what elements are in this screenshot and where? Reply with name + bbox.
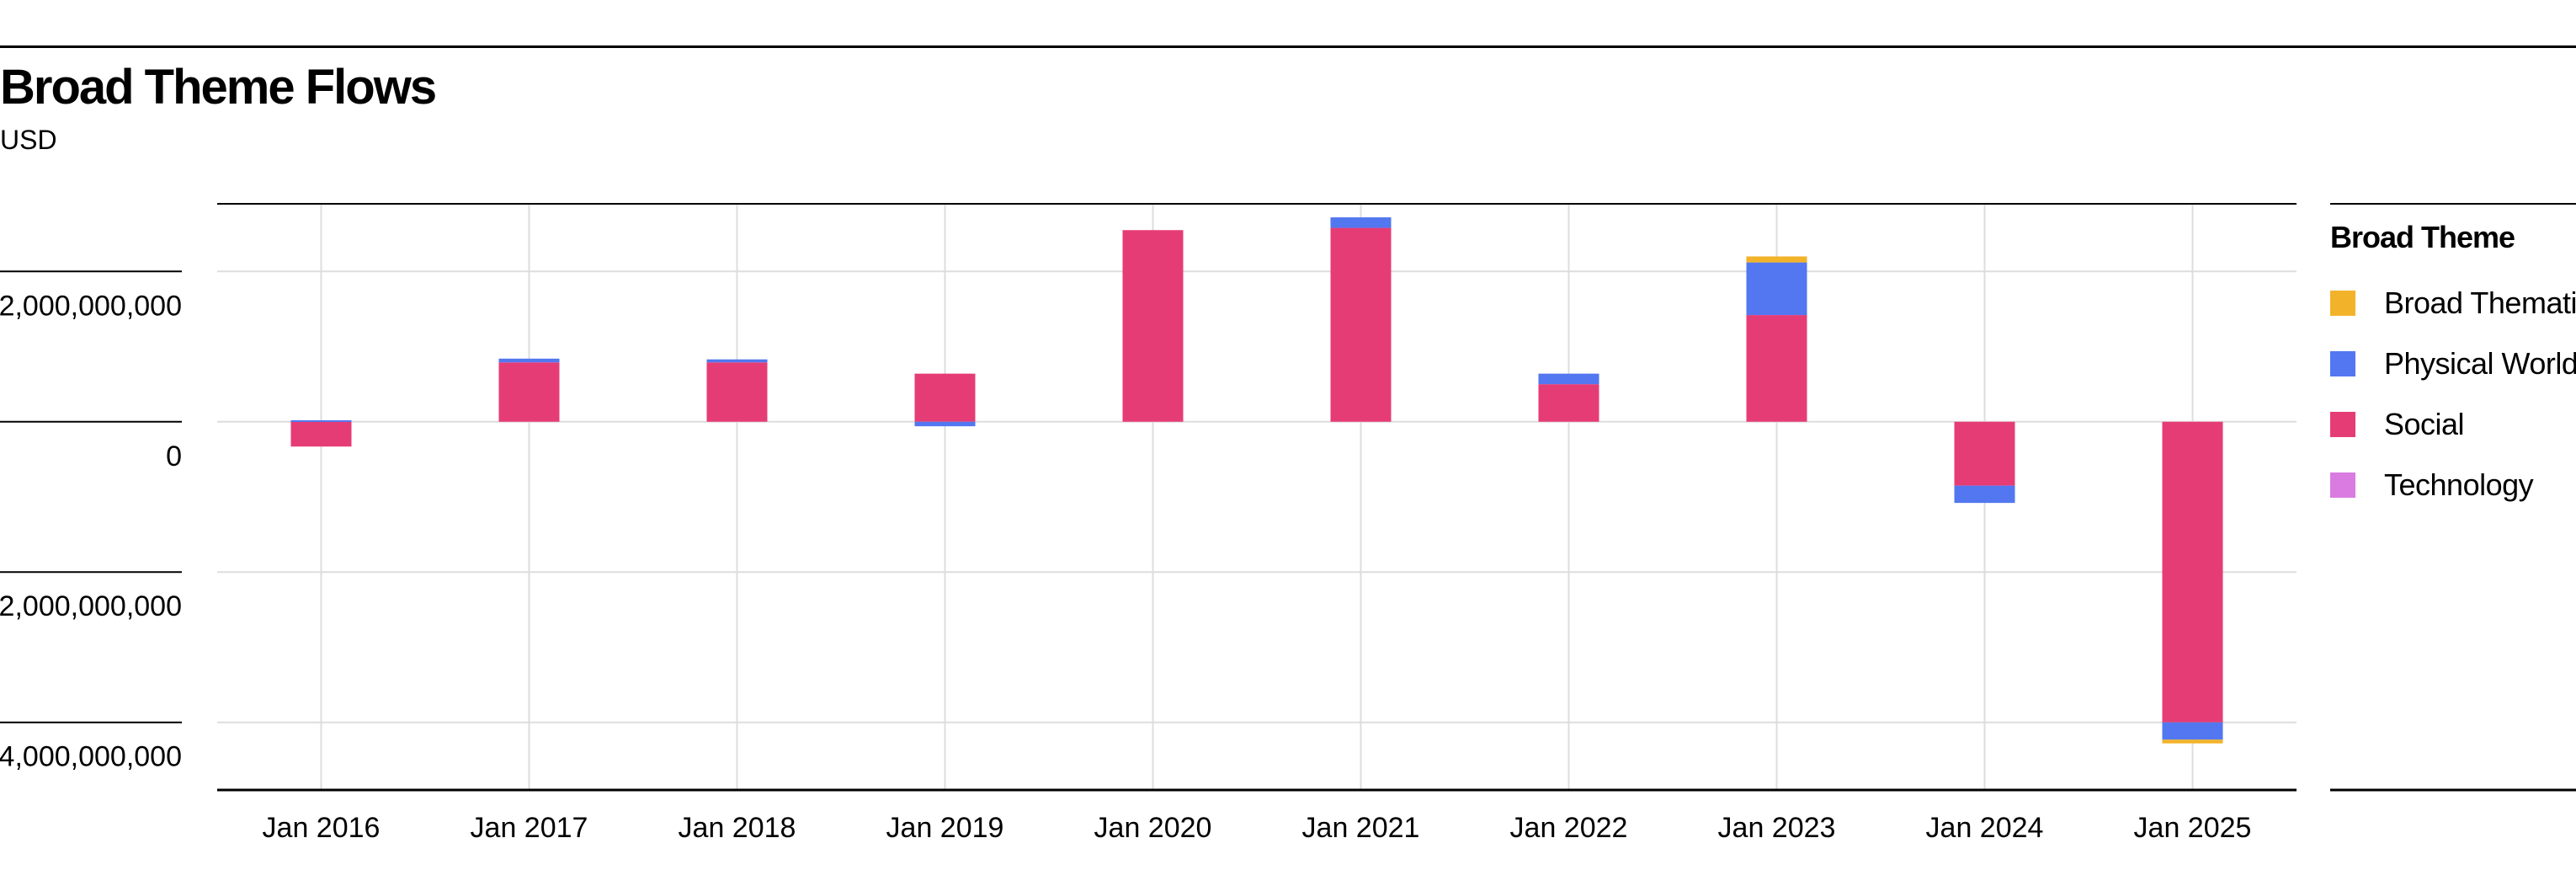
bar-segment-physical-world xyxy=(914,421,976,427)
y-tick-label: 0 xyxy=(166,440,182,472)
legend-item-physical-world[interactable]: Physical World xyxy=(2330,334,2576,394)
bar-segment-social xyxy=(1330,227,1392,422)
bar-segment-social xyxy=(1538,384,1599,422)
bar-segment-physical-world xyxy=(498,358,560,363)
chart-title: Broad Theme Flows xyxy=(0,60,437,115)
bar-segment-social xyxy=(706,362,768,422)
bar-segment-physical-world xyxy=(1746,262,1807,316)
x-tick-label: Jan 2020 xyxy=(1094,812,1212,844)
top-rule xyxy=(0,45,2576,48)
x-tick-label: Jan 2019 xyxy=(886,812,1004,844)
legend-swatch xyxy=(2330,351,2355,376)
legend-label: Social xyxy=(2384,407,2465,441)
legend-title: Broad Theme xyxy=(2330,220,2515,254)
y-tick-label: -4,000,000,000 xyxy=(0,741,182,773)
x-tick-label: Jan 2021 xyxy=(1302,812,1420,844)
bar-segment-social xyxy=(1122,230,1184,422)
bar-segment-broad-thematic xyxy=(2162,739,2223,744)
bar-segment-social xyxy=(914,373,976,422)
legend-item-broad-thematic[interactable]: Broad Thematic xyxy=(2330,273,2576,334)
bar-segment-social xyxy=(1954,421,2015,486)
legend: Broad Theme Broad Thematic Physical Worl… xyxy=(2330,217,2576,515)
x-tick-label: Jan 2017 xyxy=(471,812,588,844)
y-tick-label: 2,000,000,000 xyxy=(0,290,182,322)
y-tick-label: -2,000,000,000 xyxy=(0,590,182,622)
bar-segment-social xyxy=(1746,315,1807,422)
x-tick-label: Jan 2023 xyxy=(1718,812,1836,844)
x-tick-label: Jan 2016 xyxy=(263,812,381,844)
bar-segment-social xyxy=(498,362,560,422)
legend-swatch xyxy=(2330,472,2355,498)
x-tick-label: Jan 2018 xyxy=(679,812,796,844)
bar-segment-broad-thematic xyxy=(1746,256,1807,263)
bar-segment-physical-world xyxy=(1330,217,1392,228)
legend-swatch xyxy=(2330,412,2355,437)
bar-segment-physical-world xyxy=(290,419,352,422)
bar-segment-social xyxy=(2162,421,2223,723)
legend-label: Technology xyxy=(2384,467,2534,502)
legend-item-technology[interactable]: Technology xyxy=(2330,455,2576,515)
bar-segment-physical-world xyxy=(706,359,768,363)
legend-item-social[interactable]: Social xyxy=(2330,394,2576,455)
bar-segment-social xyxy=(290,421,352,447)
legend-swatch xyxy=(2330,291,2355,316)
x-tick-label: Jan 2022 xyxy=(1510,812,1628,844)
bar-segment-physical-world xyxy=(2162,722,2223,740)
x-tick-label: Jan 2024 xyxy=(1926,812,2044,844)
legend-label: Physical World xyxy=(2384,346,2576,381)
bar-segment-physical-world xyxy=(1538,373,1599,385)
chart-subtitle: USD xyxy=(0,125,57,155)
bar-segment-physical-world xyxy=(1954,485,2015,504)
x-tick-label: Jan 2025 xyxy=(2134,812,2252,844)
legend-label: Broad Thematic xyxy=(2384,286,2576,320)
